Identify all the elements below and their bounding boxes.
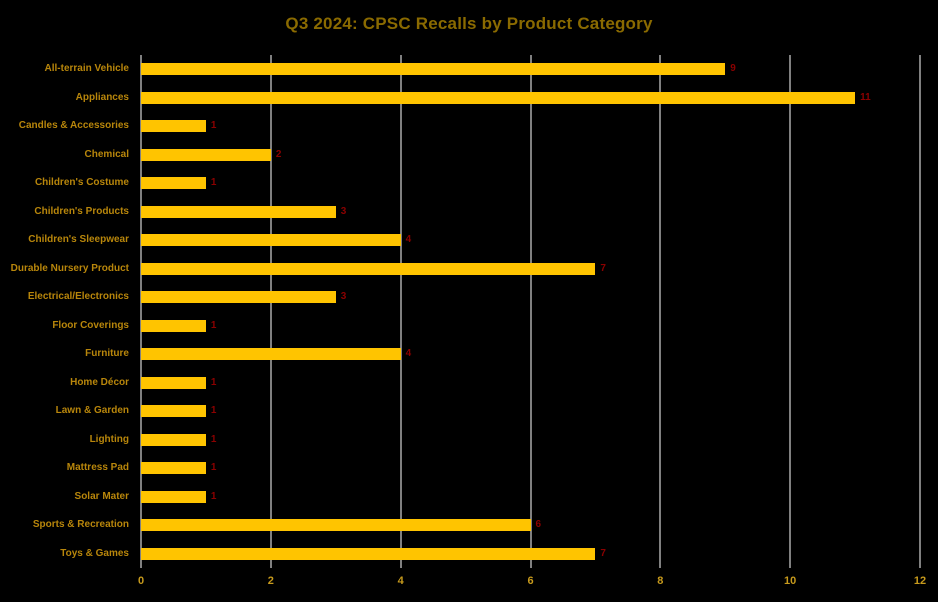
x-tick-label: 8 <box>657 575 664 587</box>
category-label: Sports & Recreation <box>32 519 129 531</box>
value-label: 9 <box>730 63 736 75</box>
category-label: Mattress Pad <box>66 462 129 474</box>
value-label: 1 <box>210 490 217 502</box>
value-label: 3 <box>340 291 347 303</box>
category-label: Appliances <box>75 91 129 103</box>
x-tick-label: 12 <box>913 575 927 587</box>
value-label: 11 <box>860 91 871 103</box>
category-label: Furniture <box>85 348 129 360</box>
value-label: 1 <box>210 405 217 417</box>
chart-row: Electrical/Electronics 3 <box>28 283 920 312</box>
bar <box>141 148 271 161</box>
value-label: 1 <box>210 319 217 331</box>
category-label: Floor Coverings <box>52 319 129 331</box>
chart-row: Lighting 1 <box>90 426 920 455</box>
category-label: Children's Products <box>34 205 129 217</box>
category-label: Durable Nursery Product <box>10 262 129 274</box>
chart-row: All-terrain Vehicle 9 <box>45 55 920 84</box>
bar <box>141 205 336 218</box>
gridline <box>270 55 272 568</box>
value-label: 6 <box>535 519 542 531</box>
gridline <box>659 55 661 568</box>
category-label: Children's Sleepwear <box>28 234 129 246</box>
value-label: 1 <box>210 433 217 445</box>
bar <box>141 462 206 475</box>
chart-row: Solar Mater 1 <box>75 483 920 512</box>
chart-row: Lawn & Garden 1 <box>56 397 920 426</box>
category-label: Home Décor <box>70 376 129 388</box>
value-label: 4 <box>405 348 412 360</box>
bar <box>141 234 401 247</box>
gridline <box>400 55 402 568</box>
category-label: Toys & Games <box>60 547 129 559</box>
chart-row: Appliances 11 <box>76 84 920 113</box>
chart-row: Children's Products 3 <box>34 198 920 227</box>
x-axis: 0 2 4 6 8 10 12 <box>137 568 926 592</box>
category-label: Solar Mater <box>74 490 129 502</box>
bar <box>141 63 726 76</box>
chart-row: Chemical 2 <box>85 141 920 170</box>
x-tick-label: 4 <box>397 575 404 587</box>
gridline <box>919 55 921 568</box>
bar <box>141 177 206 190</box>
bar <box>141 376 206 389</box>
chart-row: Mattress Pad 1 <box>67 454 920 483</box>
x-tick-label: 2 <box>267 575 274 587</box>
bar <box>141 433 206 446</box>
chart-row: Sports & Recreation 6 <box>33 511 920 540</box>
gridline <box>789 55 791 568</box>
chart-row: Children's Costume 1 <box>35 169 920 198</box>
bar <box>141 91 856 104</box>
category-label: Lawn & Garden <box>55 405 129 417</box>
value-label: 1 <box>210 462 217 474</box>
gridline <box>140 55 142 568</box>
bar <box>141 405 206 418</box>
value-label: 7 <box>600 547 606 559</box>
category-label: Chemical <box>84 148 129 160</box>
value-label: 4 <box>405 234 412 246</box>
chart-row: Home Décor 1 <box>70 369 920 398</box>
bar <box>141 120 206 133</box>
chart-row: Children's Sleepwear 4 <box>28 226 920 255</box>
bar <box>141 291 336 304</box>
category-label: Children's Costume <box>34 177 129 189</box>
bar <box>141 348 401 361</box>
value-label: 1 <box>210 177 217 189</box>
chart-title: Q3 2024: CPSC Recalls by Product Categor… <box>285 14 653 33</box>
value-label: 3 <box>340 205 347 217</box>
category-label: Lighting <box>89 433 129 445</box>
chart-row: Candles & Accessories 1 <box>19 112 920 141</box>
category-label: Candles & Accessories <box>18 120 129 132</box>
value-label: 7 <box>600 262 606 274</box>
chart-row: Furniture 4 <box>85 340 920 369</box>
bar <box>141 262 596 275</box>
bar <box>141 547 596 560</box>
x-tick-label: 10 <box>784 575 797 587</box>
gridline <box>530 55 531 568</box>
chart-row: Durable Nursery Product 7 <box>11 255 920 284</box>
x-tick-label: 0 <box>137 575 145 587</box>
category-label: Electrical/Electronics <box>27 291 129 303</box>
bar <box>141 319 206 332</box>
chart-row: Floor Coverings 1 <box>52 312 920 341</box>
value-label: 1 <box>210 120 217 132</box>
value-label: 2 <box>275 148 282 160</box>
category-label: All-terrain Vehicle <box>44 63 129 75</box>
x-tick-label: 6 <box>527 575 534 587</box>
chart-row: Toys & Games 7 <box>60 540 920 569</box>
value-label: 1 <box>210 376 217 388</box>
bar <box>141 490 206 503</box>
bar <box>141 519 531 532</box>
